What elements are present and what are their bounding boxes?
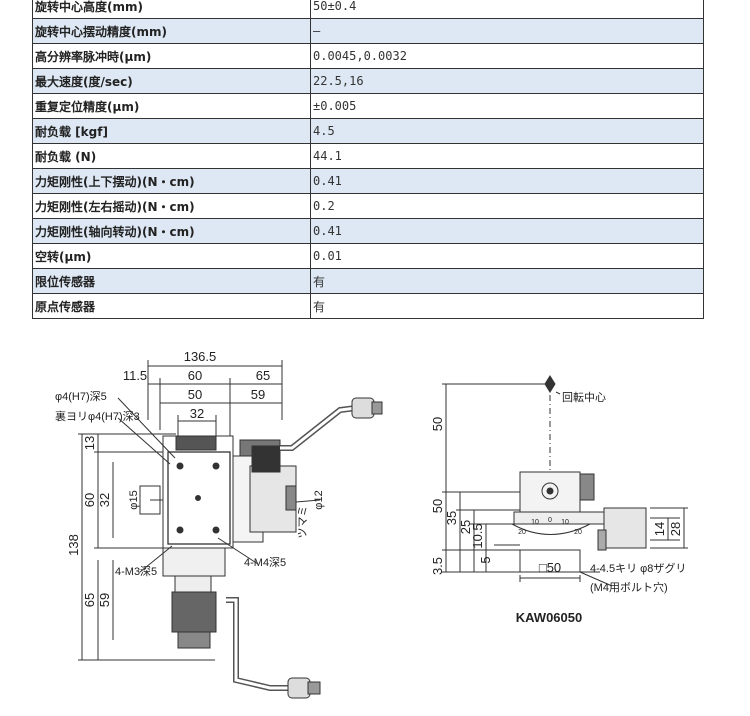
model-number: KAW06050	[516, 610, 582, 625]
spec-value: 0.2	[310, 193, 704, 219]
note-m3-tap: 4-M3深5	[115, 565, 157, 578]
spec-row: 力矩刚性(上下摆动)(N・cm)0.41	[32, 168, 704, 194]
spec-value: 4.5	[310, 118, 704, 144]
dim-width-65: 65	[256, 368, 270, 383]
spec-row: 重复定位精度(μm)±0.005	[32, 93, 704, 119]
dim-width-50: 50	[188, 387, 202, 402]
note-hole-back: 裏ヨリφ4(H7)深3	[55, 409, 140, 423]
dim-height-138: 138	[66, 534, 81, 556]
dim-d5: 5	[478, 556, 493, 563]
dim-h35: 35	[444, 511, 459, 525]
dim-h25: 25	[458, 520, 473, 534]
side-view-drawing	[442, 375, 688, 587]
dim-width-total: 136.5	[184, 349, 217, 364]
dim-height-32: 32	[97, 493, 112, 507]
scale-label: 20	[574, 529, 582, 536]
spec-value: 0.41	[310, 218, 704, 244]
note-holes-line1: 4-4.5キリ φ8ザグリ	[590, 561, 686, 575]
dim-w28: 28	[668, 522, 683, 536]
spec-label: 力矩刚性(左右摇动)(N・cm)	[32, 193, 311, 219]
note-m4-tap: 4-M4深5	[244, 556, 286, 569]
note-rotation-center: 回転中心	[562, 391, 606, 404]
spec-label: 力矩刚性(上下摆动)(N・cm)	[32, 168, 311, 194]
spec-label: 力矩刚性(轴向转动)(N・cm)	[32, 218, 311, 244]
dim-width-32: 32	[190, 406, 204, 421]
dim-width-59: 59	[251, 387, 265, 402]
scale-label: 0	[548, 517, 552, 524]
top-view-drawing	[78, 360, 383, 699]
spec-row: 原点传感器有	[32, 293, 704, 319]
spec-value: 有	[310, 293, 704, 319]
dim-w14: 14	[652, 522, 667, 536]
spec-value: 有	[310, 268, 704, 294]
dim-sq50: □50	[539, 560, 561, 575]
scale-label: 10	[531, 519, 539, 526]
note-knob-dia: φ12	[313, 490, 325, 509]
dim-height-60: 60	[82, 493, 97, 507]
note-dia-15: φ15	[128, 490, 140, 509]
spec-value: 0.41	[310, 168, 704, 194]
spec-label: 耐负载 (N)	[32, 143, 311, 169]
dim-height-59: 59	[97, 593, 112, 607]
spec-value: 22.5,16	[310, 68, 704, 94]
dim-width-60: 60	[188, 368, 202, 383]
dim-height-13: 13	[82, 436, 97, 450]
scale-label: 10	[561, 519, 569, 526]
scale-label: 20	[518, 529, 526, 536]
dim-offset-left: 11.5	[123, 368, 147, 383]
spec-row: 耐负载 (N)44.1	[32, 143, 704, 169]
spec-label: 限位传感器	[32, 268, 311, 294]
spec-row: 最大速度(度/sec)22.5,16	[32, 68, 704, 94]
dim-h50: 50	[430, 499, 445, 513]
spec-value: ±0.005	[310, 93, 704, 119]
note-holes-line2: (M4用ボルト穴)	[590, 580, 668, 594]
note-knob-label: ツマミ	[297, 506, 309, 539]
dim-height-65: 65	[82, 593, 97, 607]
rotation-scale: 20 10 0 10 20	[518, 517, 582, 536]
dim-h10-5: 10.5	[470, 523, 485, 548]
dim-h50-top: 50	[430, 417, 445, 431]
spec-row: 力矩刚性(轴向转动)(N・cm)0.41	[32, 218, 704, 244]
spec-label: 原点传感器	[32, 293, 311, 319]
spec-row: 旋转中心高度(mm)50±0.4	[32, 0, 704, 19]
spec-row: 空转(μm)0.01	[32, 243, 704, 269]
note-hole-front: φ4(H7)深5	[55, 390, 107, 403]
spec-row: 耐负载 [kgf]4.5	[32, 118, 704, 144]
dim-h3-5: 3.5	[430, 557, 445, 575]
spec-row: 力矩刚性(左右摇动)(N・cm)0.2	[32, 193, 704, 219]
spec-row: 限位传感器有	[32, 268, 704, 294]
